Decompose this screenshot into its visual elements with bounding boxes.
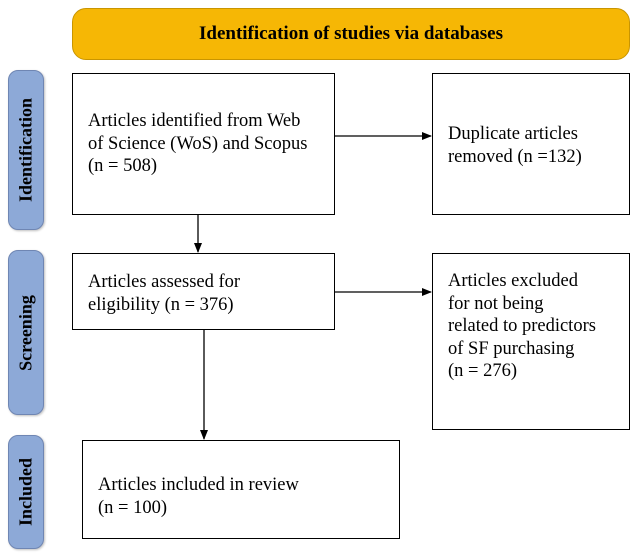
excluded-line-1: Articles excluded [448,271,578,291]
identified-line-3: (n = 508) [88,156,158,177]
stage-identification: Identification [8,70,44,230]
identified-articles-box: Articles identified from Web of Science … [72,73,335,215]
stage-screening: Screening [8,250,44,415]
assessed-line-1: Articles assessed for [88,272,241,292]
included-review-box: Articles included in review (n = 100) [82,440,400,539]
duplicates-removed-box: Duplicate articles removed (n =132) [432,73,630,215]
header-title: Identification of studies via databases [198,22,504,44]
assessed-line-2: eligibility (n = 376) [88,294,234,315]
stage-included: Included [8,435,44,549]
identified-line-1: Articles identified from Web [88,111,301,131]
excluded-line-3: related to predictors [448,316,596,337]
excluded-line-2: for not being [448,293,544,314]
header-banner: Identification of studies via databases [72,8,630,60]
identified-line-2: of Science (WoS) and Scopus [88,133,308,154]
included-line-1: Articles included in review [98,475,299,495]
excluded-line-4: of SF purchasing [448,338,575,359]
duplicates-line-2: removed (n =132) [448,146,582,167]
duplicates-line-1: Duplicate articles [448,124,578,144]
excluded-line-5: (n = 276) [448,361,518,382]
assessed-eligibility-box: Articles assessed for eligibility (n = 3… [72,253,335,330]
included-line-2: (n = 100) [98,497,168,518]
excluded-articles-box: Articles excluded for not being related … [432,253,630,430]
